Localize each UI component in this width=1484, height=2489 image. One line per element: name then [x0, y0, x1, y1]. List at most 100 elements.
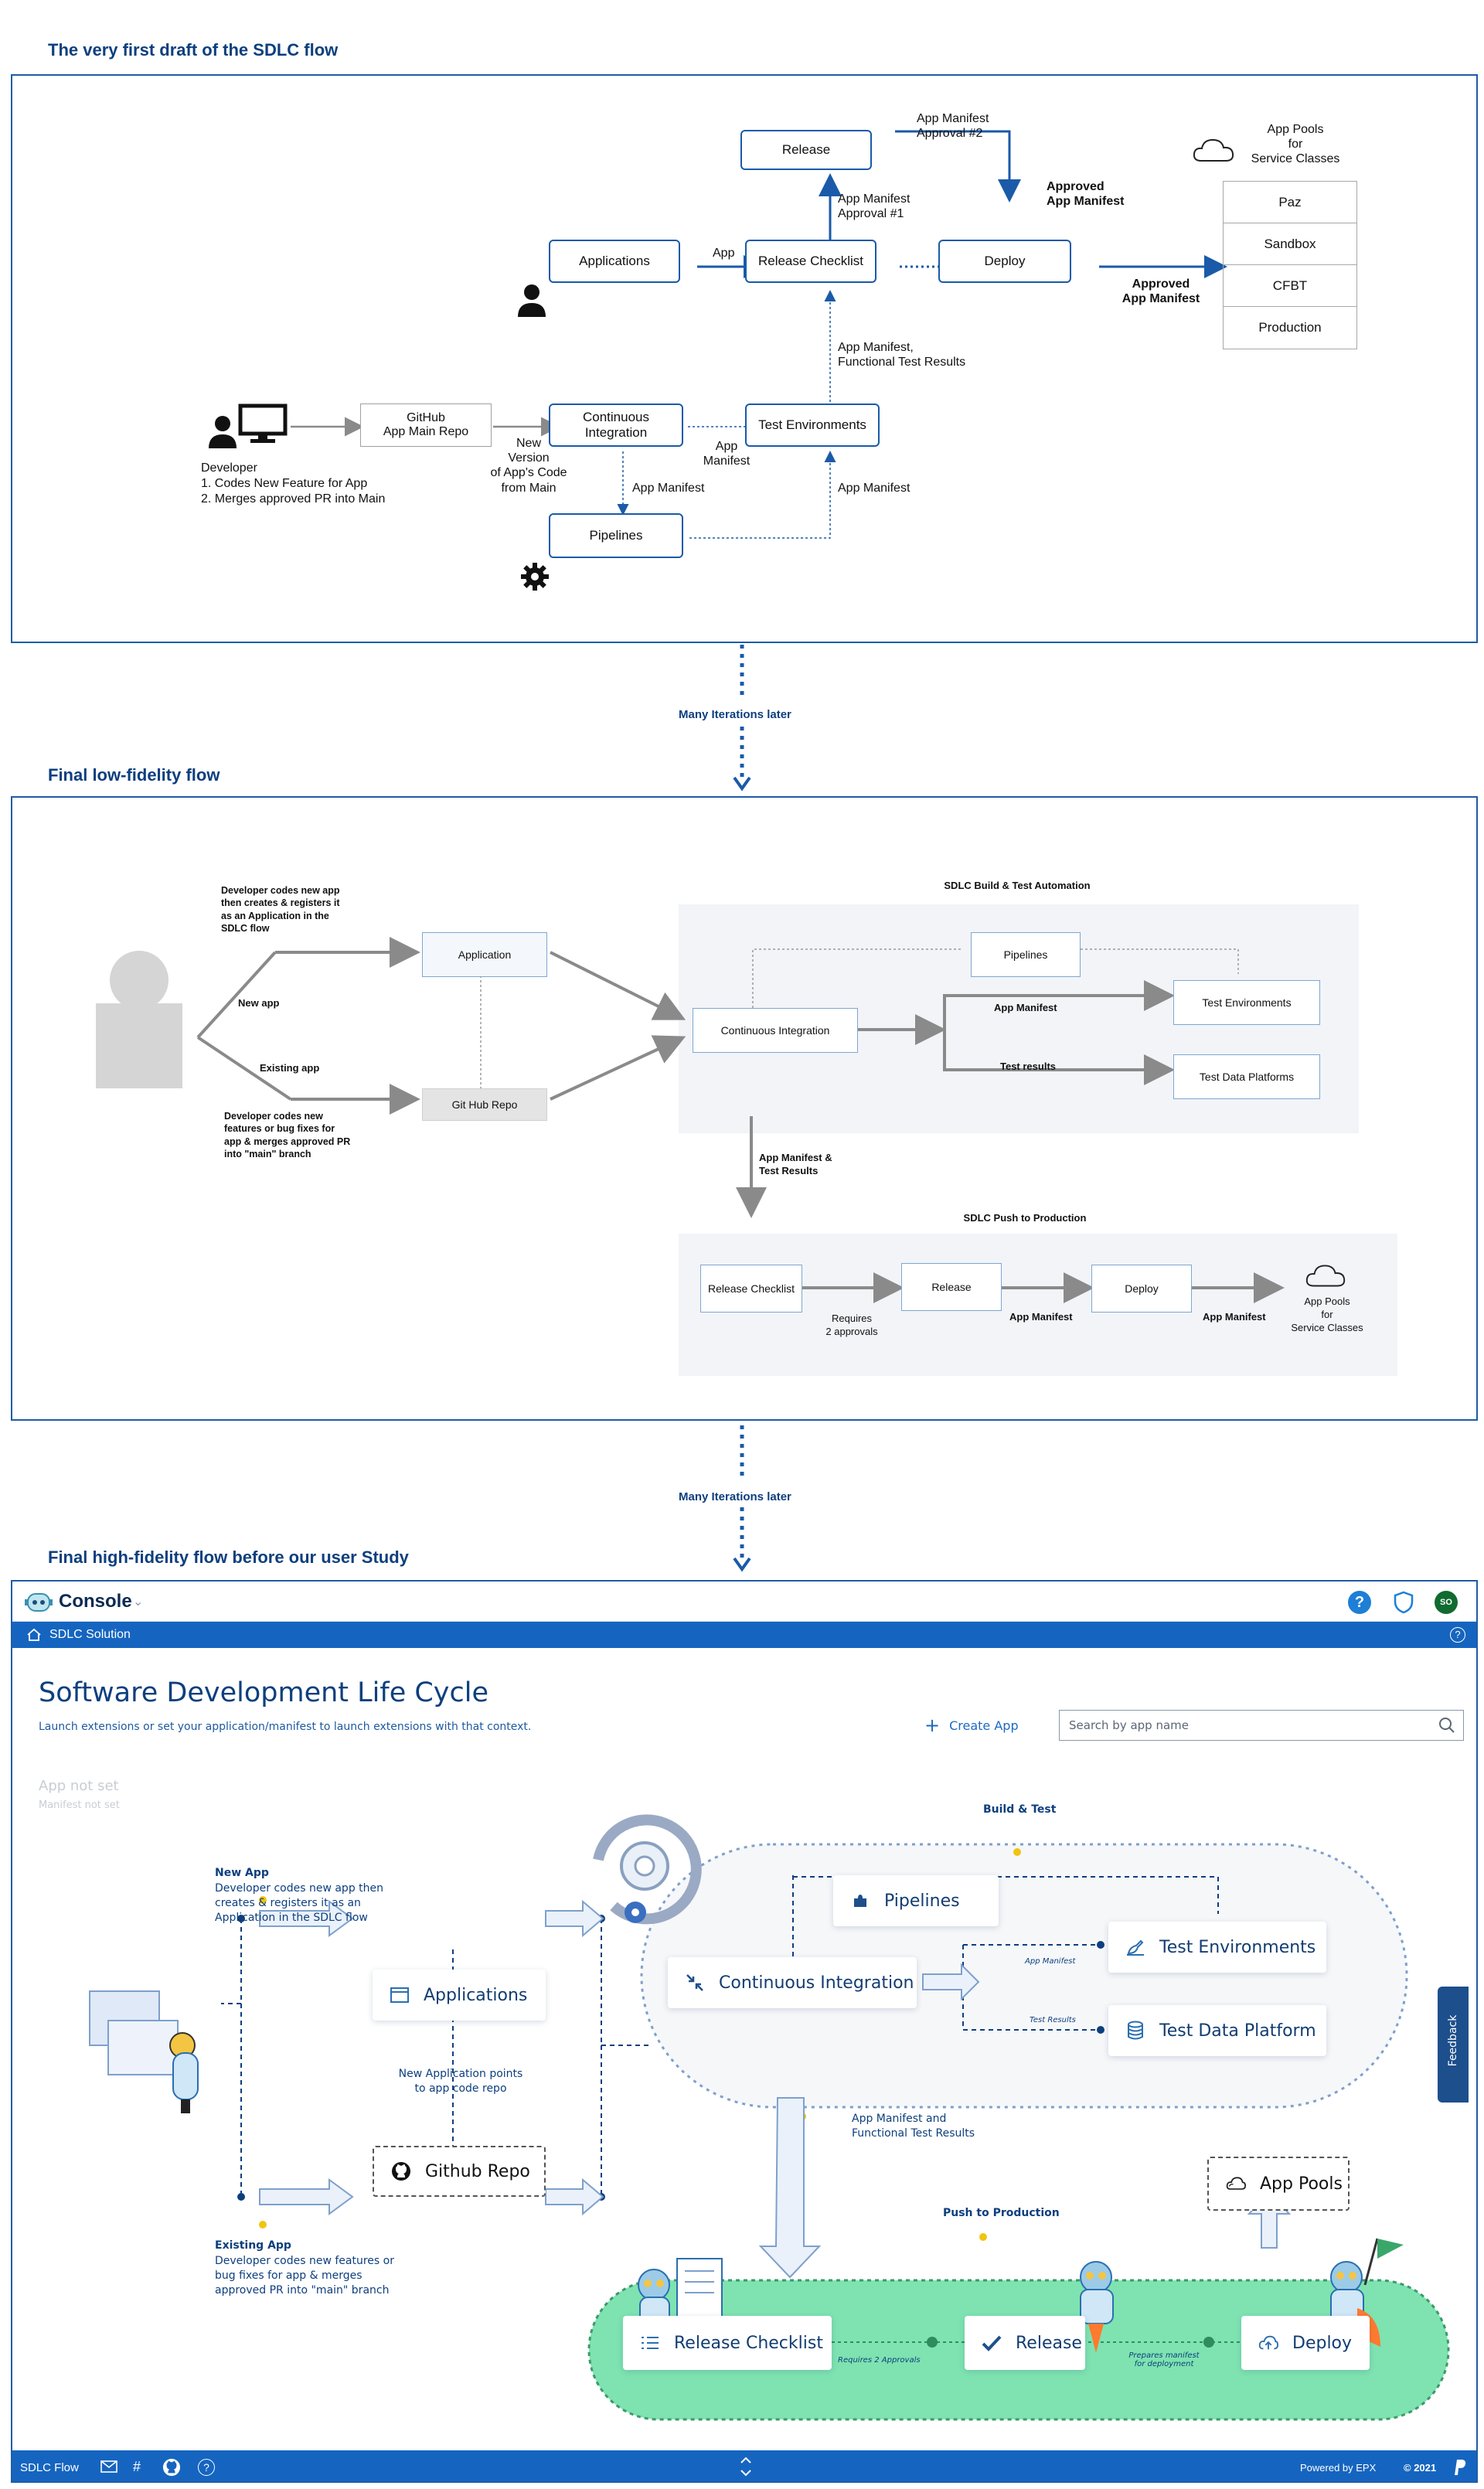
release-card-label: Release: [1016, 2333, 1082, 2353]
hifi-frame: Console ⌄ ? SO SDLC Solution ? Software …: [11, 1580, 1478, 2483]
create-app-label: Create App: [949, 1718, 1019, 1733]
lowfi-manifest-results: App Manifest & Test Results: [759, 1152, 832, 1176]
app-pools-card-label: App Pools: [1260, 2174, 1343, 2194]
lowfi-push-title: SDLC Push to Production: [963, 1212, 1087, 1224]
ci-card[interactable]: Continuous Integration: [668, 1957, 917, 2008]
footer-help-icon[interactable]: ?: [198, 2459, 215, 2476]
test-data-platform-card[interactable]: Test Data Platform: [1108, 2005, 1326, 2056]
lowfi-release-box: Release: [901, 1263, 1002, 1311]
breadcrumb-help-icon[interactable]: ?: [1450, 1627, 1465, 1643]
create-app-button[interactable]: + Create App: [924, 1714, 1019, 1736]
release-checklist-card[interactable]: Release Checklist: [623, 2316, 832, 2370]
checklist-icon: [640, 2333, 660, 2353]
feedback-label: Feedback: [1447, 2014, 1459, 2067]
lbl-app-manifest-test: App Manifest: [838, 482, 910, 495]
lbl-new-version: New Version of App's Code from Main: [490, 437, 567, 495]
plus-icon: +: [924, 1714, 941, 1736]
github-repo-card[interactable]: Github Repo: [373, 2146, 546, 2197]
iterations-label-2: Many Iterations later: [679, 1490, 791, 1503]
github-icon: [391, 2161, 411, 2181]
lowfi-cloud-icon: [1305, 1262, 1346, 1289]
lowfi-test-data-box: Test Data Platforms: [1173, 1054, 1320, 1099]
lowfi-deploy-box: Deploy: [1091, 1265, 1192, 1313]
console-dropdown-chevron-icon[interactable]: ⌄: [133, 1595, 144, 1609]
console-topbar: Console ⌄ ? SO: [12, 1582, 1476, 1622]
help-circle-icon[interactable]: ?: [1348, 1591, 1371, 1614]
page-subtitle: Launch extensions or set your applicatio…: [39, 1721, 532, 1733]
developer-step-1: 1. Codes New Feature for App: [201, 477, 368, 490]
requires-approvals-note: Requires 2 Approvals: [838, 2356, 921, 2365]
applications-card[interactable]: Applications: [373, 1970, 546, 2021]
iterations-label-1: Many Iterations later: [679, 708, 791, 721]
lbl-approved-top: Approved App Manifest: [1047, 180, 1125, 209]
home-icon[interactable]: [26, 1627, 42, 1643]
tiny-app-manifest: App Manifest: [1025, 1957, 1076, 1966]
section-title-first-draft: The very first draft of the SDLC flow: [48, 40, 339, 60]
applications-card-label: Applications: [424, 1985, 528, 2005]
release-checklist-card-label: Release Checklist: [674, 2333, 823, 2353]
lbl-approval-1: App Manifest Approval #1: [838, 192, 910, 221]
pipelines-card[interactable]: Pipelines: [833, 1875, 999, 1926]
lowfi-test-results: Test results: [1000, 1061, 1057, 1072]
database-icon: [1125, 2021, 1145, 2041]
app-pools-card[interactable]: App Pools: [1207, 2157, 1350, 2211]
continuous-integration-box: Continuous Integration: [549, 403, 683, 447]
lbl-app-manifest-pipe: App Manifest: [632, 482, 705, 495]
new-app-title: New App: [215, 1867, 269, 1879]
cloud-icon: [1192, 136, 1235, 164]
cloud-upload-icon: [1258, 2333, 1278, 2353]
app-pools-label: App Pools for Service Classes: [1251, 123, 1340, 166]
user-avatar[interactable]: SO: [1435, 1591, 1458, 1614]
prepares-manifest-note: Prepares manifest for deployment: [1128, 2351, 1200, 2368]
lowfi-test-env-box: Test Environments: [1173, 980, 1320, 1025]
footer-expand-chevron-icon[interactable]: [739, 2455, 753, 2478]
monitor-icon: [238, 403, 288, 444]
pool-production: Production: [1258, 320, 1322, 335]
lowfi-pipelines-box: Pipelines: [971, 932, 1081, 977]
pool-cfbt: CFBT: [1224, 265, 1356, 307]
applications-box: Applications: [549, 240, 680, 283]
shield-icon[interactable]: [1393, 1591, 1414, 1614]
pool-list: Paz Sandbox CFBT Production: [1223, 181, 1357, 349]
breadcrumb-title[interactable]: SDLC Solution: [49, 1628, 131, 1641]
test-data-platform-card-label: Test Data Platform: [1159, 2021, 1316, 2041]
checkmark-icon: [982, 2333, 1002, 2353]
breadcrumb-bar: SDLC Solution ?: [12, 1622, 1476, 1648]
search-placeholder: Search by app name: [1069, 1718, 1190, 1732]
existing-app-desc: Developer codes new features or bug fixe…: [215, 2255, 394, 2297]
pipelines-card-label: Pipelines: [884, 1891, 960, 1911]
console-title[interactable]: Console: [59, 1591, 132, 1612]
console-logo-icon[interactable]: [23, 1589, 54, 1614]
deploy-card[interactable]: Deploy: [1241, 2316, 1370, 2370]
existing-app-title: Existing App: [215, 2239, 291, 2252]
slack-icon[interactable]: #: [133, 2459, 141, 2474]
section-title-lowfi: Final low-fidelity flow: [48, 765, 220, 785]
flask-icon: [1125, 1937, 1145, 1957]
release-card[interactable]: Release: [965, 2316, 1085, 2370]
feedback-tab[interactable]: Feedback: [1438, 1987, 1469, 2103]
footer-github-icon[interactable]: [162, 2458, 181, 2477]
test-environments-card[interactable]: Test Environments: [1108, 1922, 1326, 1973]
search-icon[interactable]: [1438, 1717, 1455, 1734]
release-checklist-box: Release Checklist: [745, 240, 876, 283]
compress-arrows-icon: [685, 1973, 705, 1993]
mail-icon[interactable]: [100, 2460, 117, 2473]
lowfi-app-manifest-3: App Manifest: [1203, 1311, 1266, 1323]
gear-icon: [519, 561, 550, 592]
footer-title[interactable]: SDLC Flow: [20, 2461, 79, 2474]
search-input[interactable]: Search by app name: [1059, 1710, 1464, 1741]
lbl-functional: App Manifest, Functional Test Results: [838, 341, 966, 369]
manifest-not-set: Manifest not set: [39, 1800, 120, 1811]
manifest-functional-note: App Manifest and Functional Test Results: [852, 2113, 975, 2140]
lbl-approval-2: App Manifest Approval #2: [917, 112, 989, 141]
lowfi-requires-approvals: Requires 2 approvals: [825, 1313, 878, 1337]
copyright: © 2021: [1404, 2462, 1437, 2474]
lbl-approved-right: Approved App Manifest: [1122, 278, 1200, 306]
lowfi-github-box: Git Hub Repo: [422, 1088, 547, 1121]
window-icon: [390, 1985, 410, 2005]
lowfi-existing-app: Existing app: [260, 1062, 320, 1074]
lbl-app: App: [713, 247, 735, 260]
lowfi-frame: Developer codes new app then creates & r…: [11, 796, 1478, 1421]
first-draft-frame: Release Applications Release Checklist D…: [11, 74, 1478, 643]
puzzle-icon: [850, 1891, 870, 1911]
